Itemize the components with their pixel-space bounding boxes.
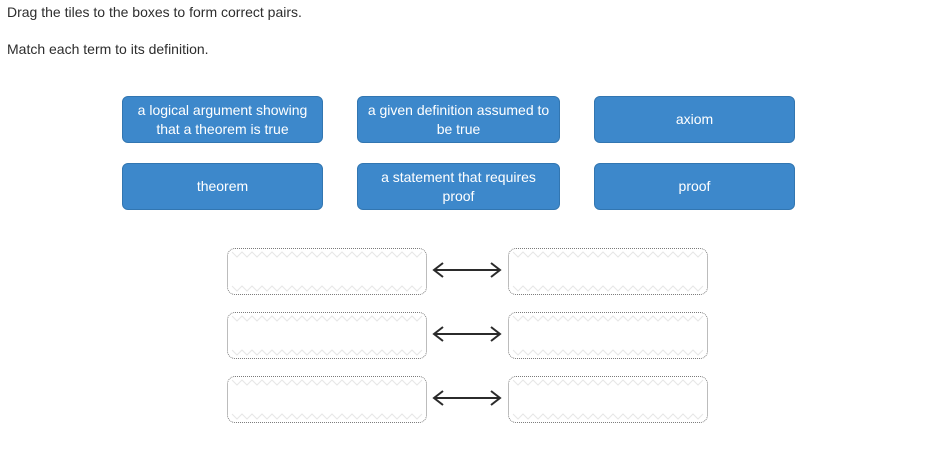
tile-definition-proof[interactable]: a logical argument showing that a theore…	[122, 96, 323, 143]
double-arrow-icon	[432, 390, 502, 406]
tile-proof[interactable]: proof	[594, 163, 795, 210]
pair-3-right-dropbox[interactable]	[508, 376, 708, 423]
pair-3-left-dropbox[interactable]	[227, 376, 427, 423]
tile-axiom[interactable]: axiom	[594, 96, 795, 143]
dropbox-texture	[231, 413, 423, 420]
pair-2-right-dropbox[interactable]	[508, 312, 708, 359]
tile-definition-axiom[interactable]: a given definition assumed to be true	[357, 96, 560, 143]
pair-1-right-dropbox[interactable]	[508, 248, 708, 295]
drag-instruction: Drag the tiles to the boxes to form corr…	[7, 4, 302, 20]
tile-definition-theorem[interactable]: a statement that requires proof	[357, 163, 560, 210]
double-arrow-icon	[432, 326, 502, 342]
dropbox-texture	[512, 285, 704, 292]
tile-theorem[interactable]: theorem	[122, 163, 323, 210]
dropbox-texture	[512, 349, 704, 356]
dropbox-texture	[231, 379, 423, 386]
dropbox-texture	[231, 285, 423, 292]
dropbox-texture	[231, 349, 423, 356]
match-instruction: Match each term to its definition.	[7, 41, 209, 57]
dropbox-texture	[512, 315, 704, 322]
dropbox-texture	[512, 251, 704, 258]
pair-2-left-dropbox[interactable]	[227, 312, 427, 359]
dropbox-texture	[512, 379, 704, 386]
dropbox-texture	[231, 251, 423, 258]
dropbox-texture	[512, 413, 704, 420]
dropbox-texture	[231, 315, 423, 322]
pair-1-left-dropbox[interactable]	[227, 248, 427, 295]
double-arrow-icon	[432, 262, 502, 278]
